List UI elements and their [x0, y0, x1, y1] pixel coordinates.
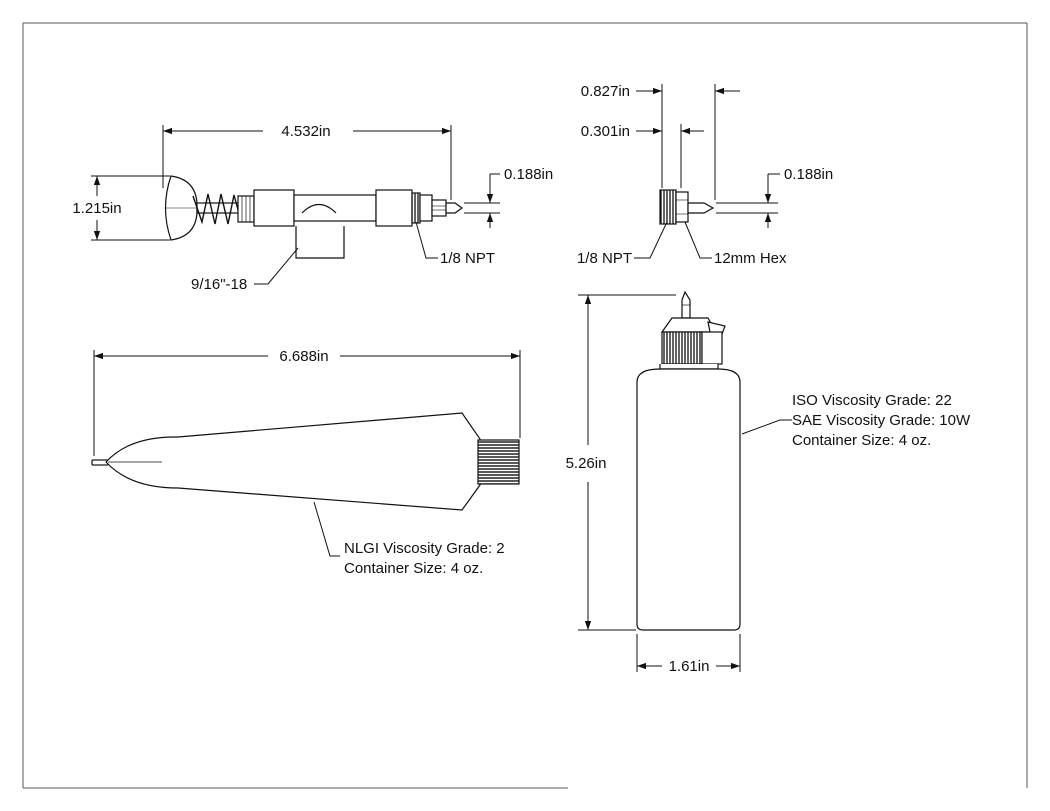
grease-tube-view — [91, 412, 520, 511]
bottle-cap-top — [660, 317, 718, 333]
bottle-body — [636, 368, 741, 631]
plunger-assembly-view — [164, 175, 464, 259]
grease-tube-note-line2: Container Size: 4 oz. — [344, 560, 483, 577]
plunger-npt-label: 1/8 NPT — [440, 250, 495, 267]
grease-tube-dimensions — [93, 350, 521, 557]
plunger-height-label: 1.215in — [72, 200, 121, 217]
plunger-length-label: 4.532in — [281, 123, 330, 140]
tip-fitting-dimensions — [634, 84, 780, 259]
bottle-note-line2: SAE Viscosity Grade: 10W — [792, 412, 971, 429]
bottle-note-line1: ISO Viscosity Grade: 22 — [792, 392, 952, 409]
lower-port — [295, 226, 345, 259]
fitting-thread-length-label: 0.301in — [581, 123, 630, 140]
bottle-note-line3: Container Size: 4 oz. — [792, 432, 931, 449]
plunger-tip-label: 0.188in — [504, 166, 553, 183]
fitting-hex-label: 12mm Hex — [714, 250, 787, 267]
fitting-npt-label: 1/8 NPT — [577, 250, 632, 267]
bottle-width-label: 1.61in — [669, 658, 710, 675]
grease-tube-body — [105, 412, 481, 511]
oil-bottle-view — [636, 290, 741, 631]
plunger-thread-label: 9/16"-18 — [191, 276, 247, 293]
spring — [192, 193, 242, 225]
grease-tube-length-label: 6.688in — [279, 348, 328, 365]
bottle-height-label: 5.26in — [566, 455, 607, 472]
oil-bottle-dimensions — [578, 294, 792, 672]
fitting-thread — [659, 189, 677, 225]
sheet-border — [22, 22, 1028, 789]
fitting-tip — [687, 202, 715, 214]
tip-fitting-view — [659, 189, 715, 225]
fitting-tip-label: 0.188in — [784, 166, 833, 183]
grease-tube-cap — [477, 439, 520, 485]
plunger-tip — [445, 202, 464, 214]
bottle-cap-band — [661, 331, 703, 365]
fitting-overall-label: 0.827in — [581, 83, 630, 100]
fitting-hex — [675, 191, 689, 223]
grease-tube-note-line1: NLGI Viscosity Grade: 2 — [344, 540, 505, 557]
plunger-dimensions — [91, 125, 500, 285]
